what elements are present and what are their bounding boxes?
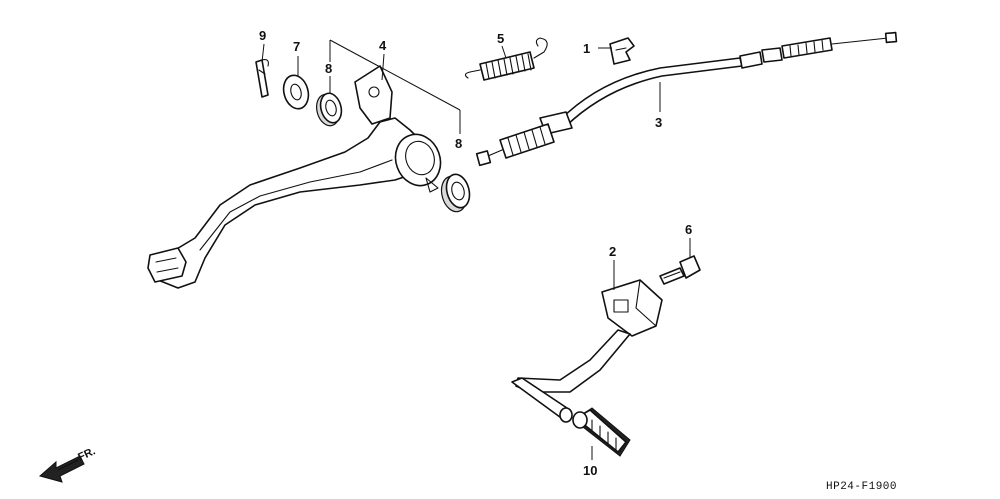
- part-3-brake-cable[interactable]: [475, 31, 898, 167]
- leader-lines: [261, 39, 691, 460]
- callout-6: 6: [685, 222, 692, 237]
- diagram-code: HP24-F1900: [826, 481, 897, 493]
- part-5-spring[interactable]: [464, 37, 548, 81]
- callout-4: 4: [379, 38, 387, 53]
- part-10-rubber-peg[interactable]: [572, 407, 631, 457]
- callout-10: 10: [583, 463, 597, 478]
- callout-8-upper: 8: [325, 61, 332, 76]
- part-1-clip[interactable]: [609, 37, 635, 65]
- part-8-oil-seal-upper[interactable]: [313, 91, 344, 128]
- front-arrow: FR.: [38, 445, 97, 483]
- callout-8-lower: 8: [455, 136, 462, 151]
- callout-9: 9: [259, 28, 266, 43]
- front-label: FR.: [76, 445, 97, 463]
- part-6-bolt[interactable]: [659, 255, 701, 285]
- callout-5: 5: [497, 31, 504, 46]
- callout-labels: 9 7 8 4 5 1 3 8 2 6 10: [259, 28, 692, 478]
- callout-2: 2: [609, 244, 616, 259]
- part-4-brake-pedal[interactable]: [147, 65, 448, 289]
- callout-7: 7: [293, 39, 300, 54]
- part-2-change-pedal[interactable]: [511, 279, 663, 423]
- callout-1: 1: [583, 41, 590, 56]
- part-9-cotter-pin[interactable]: [255, 59, 269, 98]
- part-7-washer[interactable]: [280, 72, 312, 111]
- callout-3: 3: [655, 115, 662, 130]
- part-8-oil-seal-lower[interactable]: [438, 172, 473, 215]
